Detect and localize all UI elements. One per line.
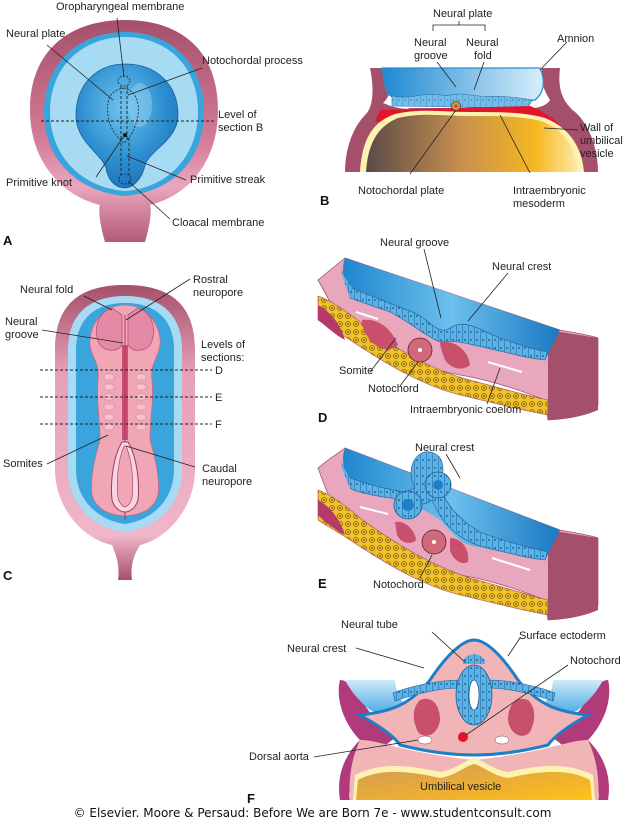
label-neural-fold-b-line2: fold xyxy=(474,50,492,62)
cross-section-f xyxy=(338,638,610,800)
label-caudal-neuropore-line1: Caudal xyxy=(202,463,237,475)
panel-c: Neural fold Rostral neuropore Neural gro… xyxy=(3,274,252,583)
label-neural-fold-c: Neural fold xyxy=(20,284,73,296)
label-levels-of-sections-line1: Levels of xyxy=(201,339,246,351)
leader-lines-b xyxy=(409,41,579,175)
leader-lines-d xyxy=(369,248,509,405)
label-primitive-streak: Primitive streak xyxy=(190,174,266,186)
label-level-of-section-b-line2: section B xyxy=(218,122,263,134)
leader-lines-c xyxy=(41,278,196,468)
label-rostral-neuropore-line2: neuropore xyxy=(193,287,243,299)
copyright-footer: © Elsevier. Moore & Persaud: Before We a… xyxy=(73,806,552,820)
label-neural-crest-e: Neural crest xyxy=(415,442,474,454)
cross-section-d xyxy=(317,257,599,421)
label-neural-groove-b-line2: groove xyxy=(414,50,448,62)
label-level-of-section-b-line1: Level of xyxy=(218,109,257,121)
label-amnion: Amnion xyxy=(557,33,594,45)
label-neural-groove-b-line1: Neural xyxy=(414,37,446,49)
label-levels-of-sections-line2: sections: xyxy=(201,352,244,364)
panel-e: Neural crest Notochord E xyxy=(317,442,599,621)
label-intraembryonic-mesoderm-line2: mesoderm xyxy=(513,198,565,210)
label-notochord-d: Notochord xyxy=(368,383,419,395)
label-level-f: F xyxy=(215,419,222,431)
embryo-dorsal-view-a xyxy=(30,20,218,242)
embryo-dorsal-view-c xyxy=(40,285,212,580)
label-neural-plate-b: Neural plate xyxy=(433,8,492,20)
panel-letter-a: A xyxy=(3,233,13,248)
label-neural-groove-d: Neural groove xyxy=(380,237,449,249)
label-neural-crest-d: Neural crest xyxy=(492,261,551,273)
panel-a: Oropharyngeal membrane Neural plate Noto… xyxy=(3,1,303,248)
label-neural-groove-c-line2: groove xyxy=(5,329,39,341)
label-primitive-knot: Primitive knot xyxy=(6,177,72,189)
panel-letter-c: C xyxy=(3,568,13,583)
bracket-neural-plate xyxy=(432,21,486,31)
leader-lines-f xyxy=(313,631,569,758)
leader-lines-e xyxy=(419,453,461,579)
label-wall-umbilical-vesicle-line3: vesicle xyxy=(580,148,614,160)
panel-d: Neural groove Neural crest Somite Notoch… xyxy=(317,237,599,425)
panel-letter-d: D xyxy=(318,410,327,425)
panel-letter-e: E xyxy=(318,576,327,591)
label-neural-crest-f: Neural crest xyxy=(287,643,346,655)
label-rostral-neuropore-line1: Rostral xyxy=(193,274,228,286)
panel-f: Neural tube Neural crest Surface ectoder… xyxy=(247,619,621,806)
label-neural-tube: Neural tube xyxy=(341,619,398,631)
label-caudal-neuropore-line2: neuropore xyxy=(202,476,252,488)
label-cloacal-membrane: Cloacal membrane xyxy=(172,217,264,229)
label-neural-plate-a: Neural plate xyxy=(6,28,65,40)
label-oropharyngeal-membrane: Oropharyngeal membrane xyxy=(56,1,184,13)
notochord-f xyxy=(458,732,468,742)
label-surface-ectoderm: Surface ectoderm xyxy=(519,630,606,642)
label-neural-fold-b-line1: Neural xyxy=(466,37,498,49)
leader-lines-a xyxy=(46,17,203,220)
panel-letter-b: B xyxy=(320,193,329,208)
cross-section-b xyxy=(345,67,598,172)
label-notochordal-process: Notochordal process xyxy=(202,55,303,67)
panel-b: Neural plate Neural groove Neural fold A… xyxy=(320,8,623,210)
label-wall-umbilical-vesicle-line2: umbilical xyxy=(580,135,623,147)
label-wall-umbilical-vesicle-line1: Wall of xyxy=(580,122,614,134)
label-level-d: D xyxy=(215,365,223,377)
label-level-e: E xyxy=(215,392,222,404)
somites-c xyxy=(103,373,147,431)
label-somite: Somite xyxy=(339,365,373,377)
label-somites: Somites xyxy=(3,458,43,470)
label-intraembryonic-coelom: Intraembryonic coelom xyxy=(410,404,521,416)
panel-letter-f: F xyxy=(247,791,255,806)
cross-section-e xyxy=(317,447,599,621)
label-notochord-e: Notochord xyxy=(373,579,424,591)
label-neural-groove-c-line1: Neural xyxy=(5,316,37,328)
label-notochord-f: Notochord xyxy=(570,655,621,667)
label-intraembryonic-mesoderm-line1: Intraembryonic xyxy=(513,185,586,197)
label-notochordal-plate: Notochordal plate xyxy=(358,185,444,197)
label-umbilical-vesicle: Umbilical vesicle xyxy=(420,781,501,793)
label-dorsal-aorta: Dorsal aorta xyxy=(249,751,310,763)
